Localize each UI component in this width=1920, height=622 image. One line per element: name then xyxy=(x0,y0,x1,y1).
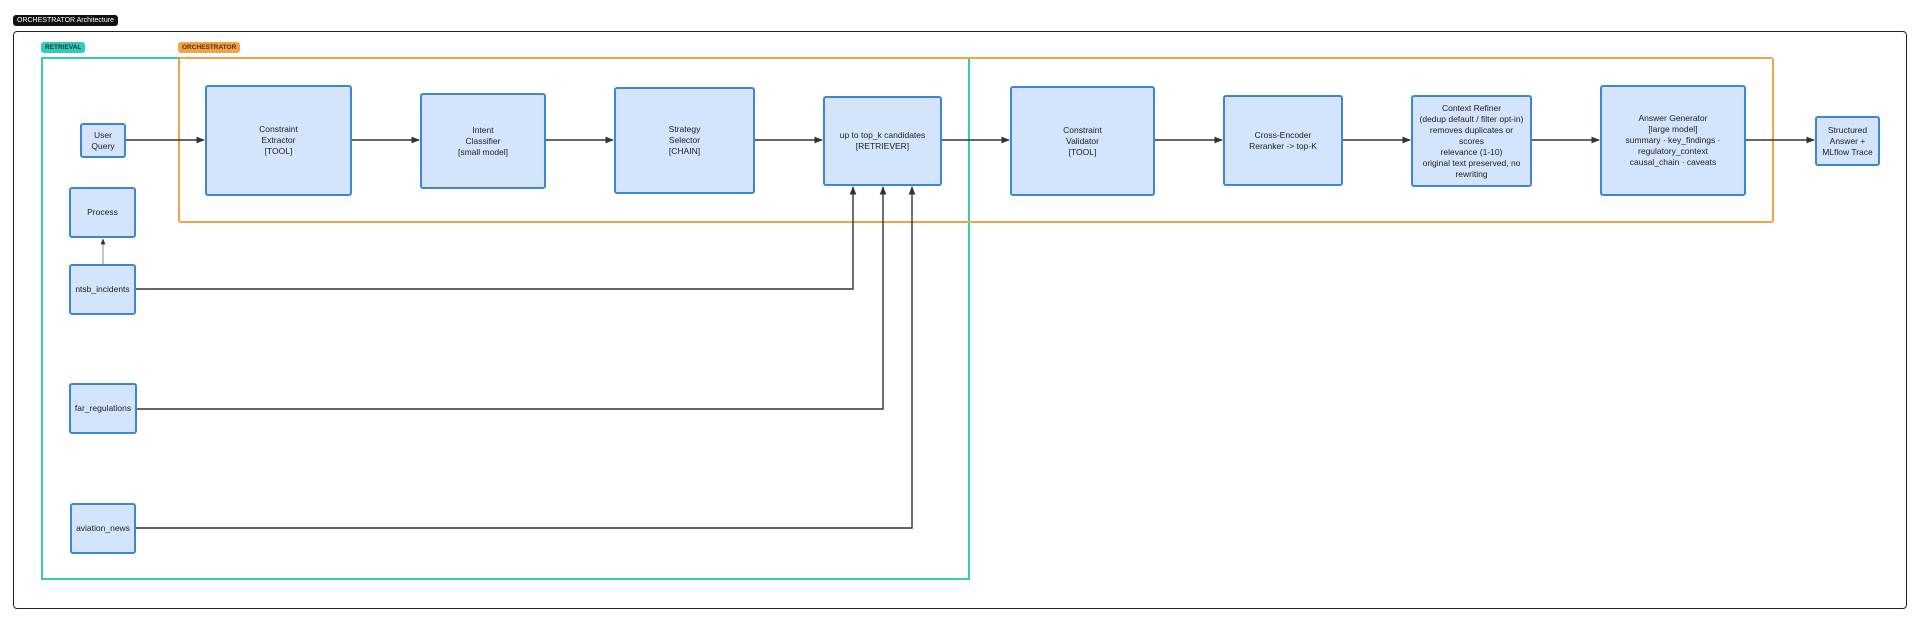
edge-aviation-news-to-retriever xyxy=(136,186,916,529)
node-process[interactable]: Process xyxy=(69,187,136,238)
node-strategy-selector[interactable]: Strategy Selector [CHAIN] xyxy=(614,87,755,194)
node-constraint-validator[interactable]: Constraint Validator [TOOL] xyxy=(1010,86,1155,196)
node-ntsb-incidents[interactable]: ntsb_incidents xyxy=(69,264,136,315)
edge-far-regulations-to-retriever xyxy=(137,186,887,410)
node-constraint-extractor[interactable]: Constraint Extractor [TOOL] xyxy=(205,85,352,196)
node-reranker[interactable]: Cross-Encoder Reranker -> top-K xyxy=(1223,95,1343,186)
edge-ntsb-incidents-to-retriever xyxy=(136,186,857,290)
node-user-query[interactable]: User Query xyxy=(80,123,126,158)
node-aviation-news[interactable]: aviation_news xyxy=(70,503,136,554)
node-far-regulations[interactable]: far_regulations xyxy=(69,383,137,434)
node-answer-generator[interactable]: Answer Generator [large model] summary ·… xyxy=(1600,85,1746,196)
node-context-refiner[interactable]: Context Refiner (dedup default / filter … xyxy=(1411,95,1532,187)
node-intent-classifier[interactable]: Intent Classifier [small model] xyxy=(420,93,546,189)
orchestrator-group-label: ORCHESTRATOR xyxy=(178,42,241,53)
node-retriever[interactable]: up to top_k candidates [RETRIEVER] xyxy=(823,96,942,186)
retrieval-group-label: RETRIEVAL xyxy=(41,42,86,53)
diagram-title: ORCHESTRATOR Architecture xyxy=(13,15,118,26)
node-structured-answer[interactable]: Structured Answer + MLflow Trace xyxy=(1815,116,1880,166)
outer-frame xyxy=(13,31,1907,609)
